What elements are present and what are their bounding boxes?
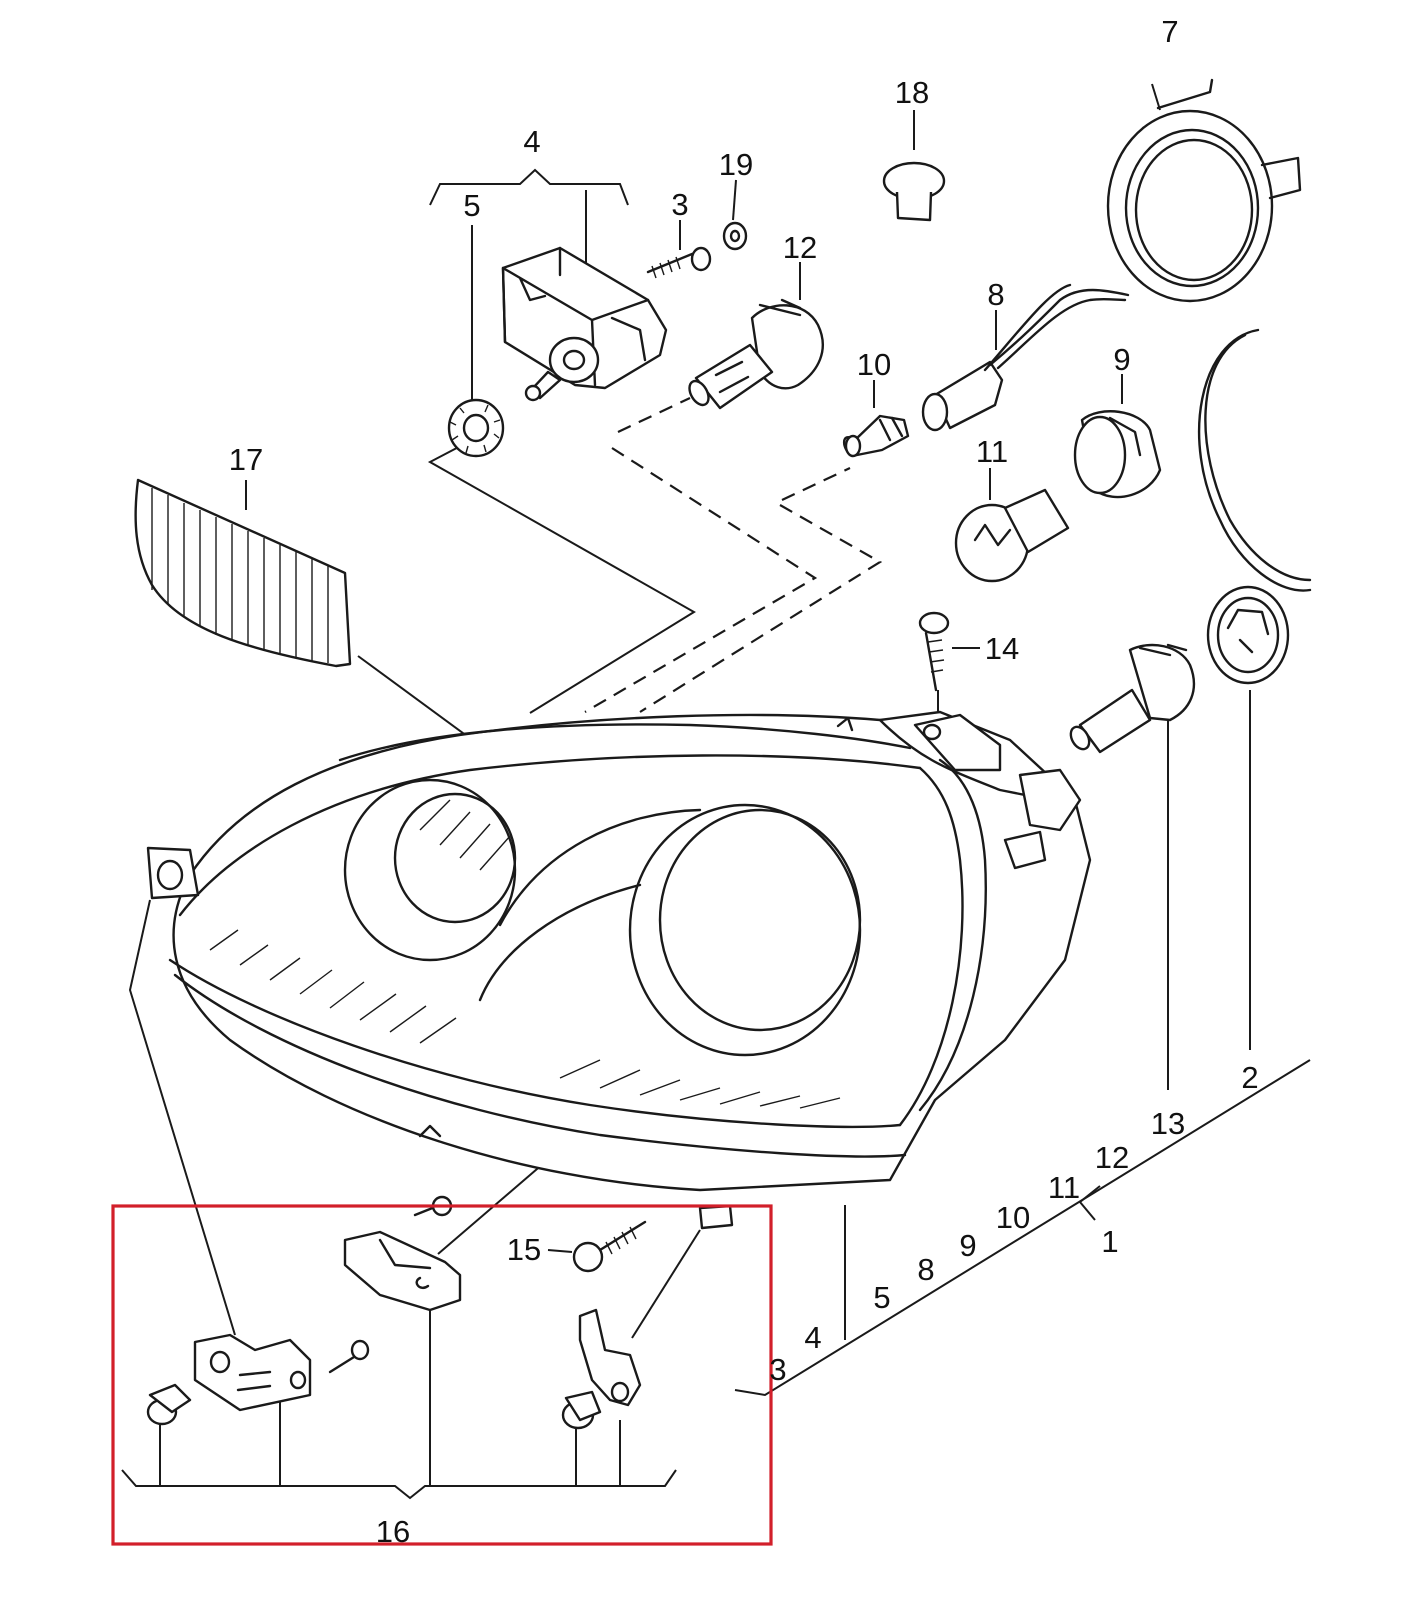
callout-8: 8 xyxy=(987,277,1004,312)
group-label: 4 xyxy=(804,1320,821,1355)
group-label: 9 xyxy=(959,1228,976,1263)
callout-13: 13 xyxy=(1151,1106,1185,1141)
part-4-range-control-motor xyxy=(429,168,668,402)
callout-7: 7 xyxy=(1161,14,1178,49)
group-label: 12 xyxy=(1095,1140,1129,1175)
callout-15: 15 xyxy=(507,1232,541,1267)
part-16-repair-kit xyxy=(146,1195,734,1430)
part-3-screw xyxy=(646,220,712,279)
highlight-box xyxy=(111,1204,773,1546)
callout-14: 14 xyxy=(985,631,1019,666)
callout-11: 11 xyxy=(976,434,1008,469)
group-1-sub-labels: 3 4 5 8 9 10 11 12 xyxy=(769,1140,1129,1387)
part-19-washer xyxy=(722,179,748,251)
callout-10: 10 xyxy=(857,347,891,382)
group-label: 3 xyxy=(769,1352,786,1387)
part-10-small-bulb xyxy=(842,380,910,458)
group-label: 5 xyxy=(873,1280,890,1315)
callout-3: 3 xyxy=(671,187,688,222)
part-5-gasket-ring xyxy=(447,225,505,458)
part-9-bulb-holder xyxy=(1073,374,1162,499)
callout-1: 1 xyxy=(1101,1224,1118,1259)
group-label: 11 xyxy=(1048,1170,1080,1205)
part-18-cap xyxy=(882,110,946,222)
part-7-trim-ring xyxy=(1106,78,1302,303)
callout-17: 17 xyxy=(229,442,263,477)
callout-4: 4 xyxy=(523,124,540,159)
group-label: 8 xyxy=(917,1252,934,1287)
part-17-reflector-insert xyxy=(134,478,352,668)
part-14-screw xyxy=(918,611,980,728)
callout-9: 9 xyxy=(1113,342,1130,377)
callout-5: 5 xyxy=(463,188,480,223)
callout-labels: 7 18 4 19 5 3 12 8 10 9 11 17 14 2 13 1 … xyxy=(229,14,1259,1549)
part-13-main-bulb xyxy=(1069,643,1196,1090)
callout-2: 2 xyxy=(1241,1060,1258,1095)
part-12-bulb xyxy=(688,262,824,410)
headlight-housing xyxy=(128,710,1092,1336)
part-8-bulb-socket-wires xyxy=(921,283,1130,432)
callout-16: 16 xyxy=(376,1514,410,1549)
callout-18: 18 xyxy=(895,75,929,110)
callout-12: 12 xyxy=(783,230,817,265)
part-11-bulb xyxy=(954,468,1070,583)
callout-19: 19 xyxy=(719,147,753,182)
group-label: 10 xyxy=(996,1200,1030,1235)
group-1-bracket xyxy=(734,1059,1311,1397)
part-2-cover-cap xyxy=(1197,328,1312,1050)
group-16-bracket xyxy=(121,1310,677,1500)
